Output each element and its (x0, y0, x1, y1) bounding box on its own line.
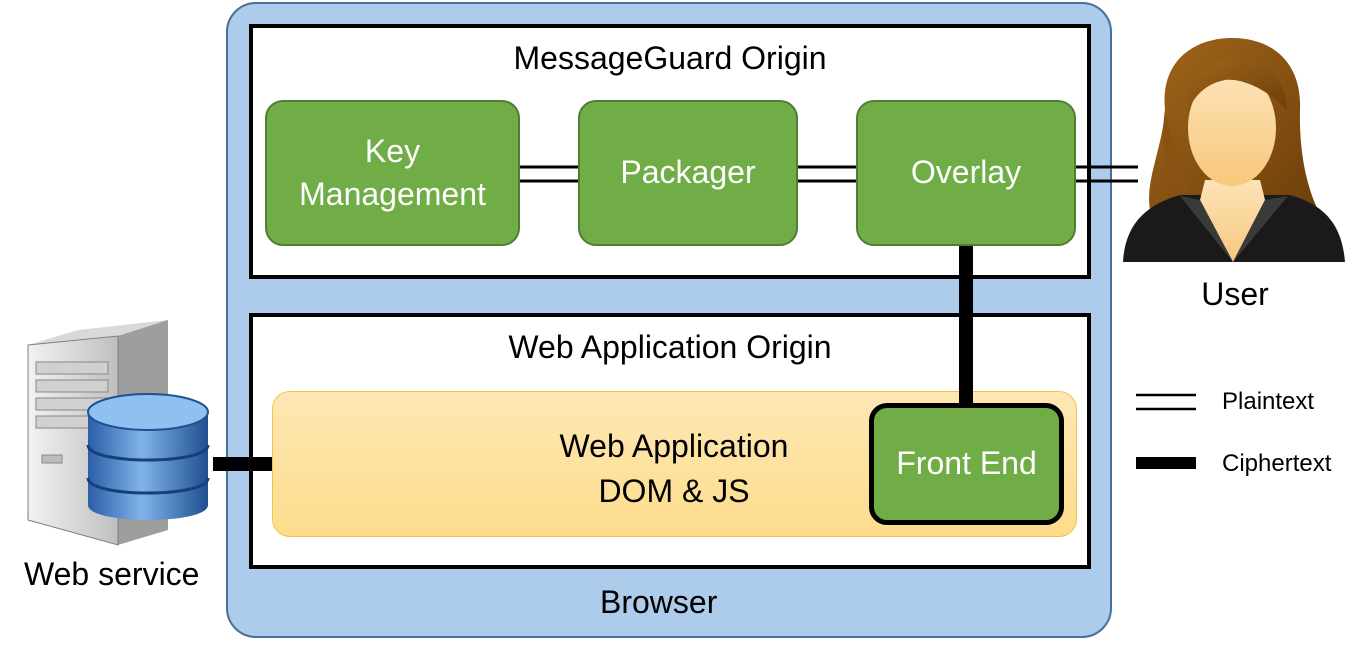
key-management-label: Key Management (299, 132, 486, 212)
plaintext-link-packager-overlay (798, 165, 856, 183)
browser-label: Browser (600, 584, 718, 620)
legend-ciphertext-label: Ciphertext (1222, 450, 1332, 477)
packager-label: Packager (620, 154, 756, 191)
front-end-box: Front End (869, 403, 1064, 525)
user-label: User (1201, 276, 1269, 312)
user-icon (1123, 38, 1345, 262)
front-end-label: Front End (896, 445, 1037, 482)
legend-plaintext-line (1136, 393, 1196, 411)
web-application-label: Web Application DOM & JS (494, 424, 854, 514)
web-service-label: Web service (24, 556, 200, 592)
web-application-line2: DOM & JS (598, 472, 750, 509)
overlay-box: Overlay (856, 100, 1076, 246)
web-application-origin-title: Web Application Origin (508, 329, 832, 365)
web-service-icon (27, 320, 210, 546)
messageguard-origin-title: MessageGuard Origin (513, 40, 827, 76)
legend-plaintext-label: Plaintext (1222, 388, 1315, 415)
plaintext-link-overlay-user (1076, 165, 1138, 183)
overlay-label: Overlay (910, 154, 1022, 191)
plaintext-link-keymgmt-packager (520, 165, 578, 183)
web-application-line1: Web Application (559, 428, 789, 464)
key-management-box: Key Management (265, 100, 520, 246)
packager-box: Packager (578, 100, 798, 246)
